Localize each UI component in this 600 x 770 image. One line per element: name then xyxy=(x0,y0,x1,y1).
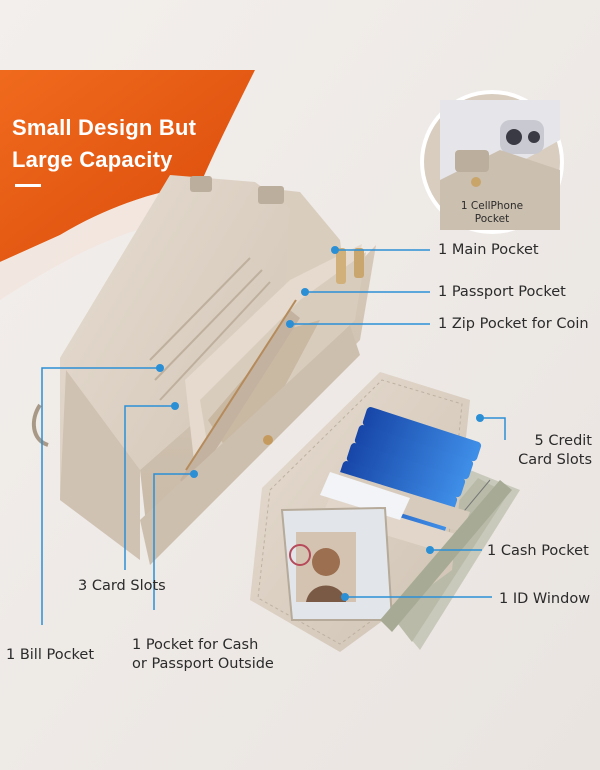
cash-pocket-label: 1 Cash Pocket xyxy=(487,543,589,559)
headline-line-1: Small Design But xyxy=(12,115,197,140)
headline-line-2: Large Capacity xyxy=(12,147,173,172)
card-wallet xyxy=(250,372,520,652)
orange-swoosh xyxy=(0,70,255,262)
outside-pocket-label: 1 Pocket for Cash or Passport Outside xyxy=(132,636,274,674)
credit-slots-line-2: Card Slots xyxy=(518,452,592,468)
card-slots-label: 3 Card Slots xyxy=(78,578,166,594)
headline-underline xyxy=(15,184,41,187)
cellphone-label-line-1: 1 CellPhone xyxy=(460,200,524,212)
bill-pocket-label: 1 Bill Pocket xyxy=(6,647,95,663)
credit-slots-line-1: 5 Credit xyxy=(534,433,592,449)
callout-dots xyxy=(156,246,484,601)
cellphone-inset xyxy=(420,90,564,234)
callout-lines xyxy=(41,249,506,625)
cellphone-pocket-label: 1 CellPhone Pocket xyxy=(452,200,532,226)
headline: Small Design But Large Capacity xyxy=(12,112,222,187)
id-window-label: 1 ID Window xyxy=(499,591,591,607)
credit-card-slots-label: 5 Credit Card Slots xyxy=(480,432,592,470)
outside-pocket-line-1: 1 Pocket for Cash xyxy=(132,637,259,653)
wallet-body xyxy=(31,175,376,565)
main-pocket-label: 1 Main Pocket xyxy=(438,242,539,258)
outside-pocket-line-2: or Passport Outside xyxy=(132,656,274,672)
passport-pocket-label: 1 Passport Pocket xyxy=(438,284,566,300)
cellphone-label-line-2: Pocket xyxy=(474,213,510,225)
zip-pocket-label: 1 Zip Pocket for Coin xyxy=(438,316,589,332)
